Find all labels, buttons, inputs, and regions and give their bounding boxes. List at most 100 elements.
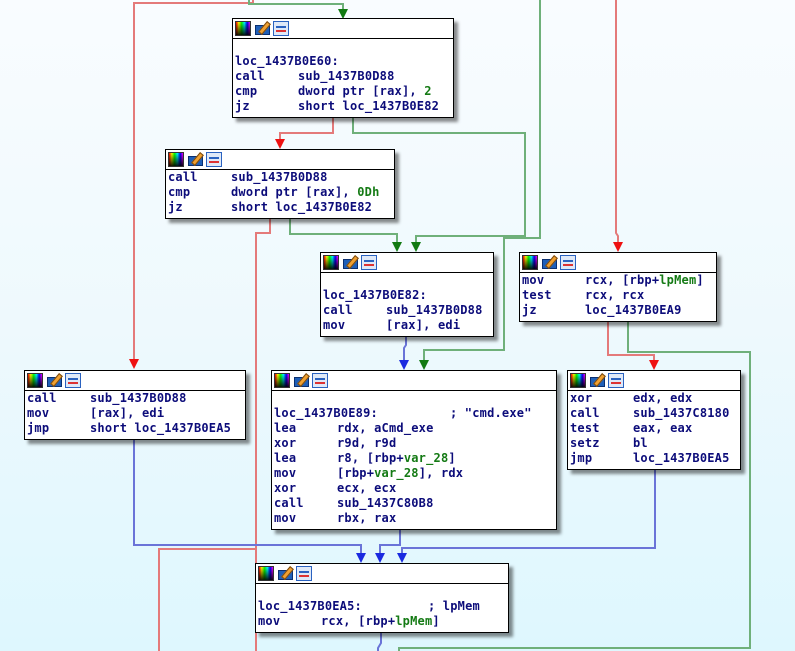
graph-view-icon[interactable]: [361, 255, 377, 270]
edit-pencil-icon[interactable]: [254, 21, 270, 36]
color-palette-icon[interactable]: [235, 21, 251, 36]
color-palette-icon[interactable]: [522, 255, 538, 270]
edge-true-offscreen-to-n0[interactable]: [248, 0, 344, 10]
edit-pencil-icon[interactable]: [187, 152, 203, 167]
edge-false-offscreen-to-n4[interactable]: [133, 0, 254, 360]
mnemonic: xor: [274, 436, 297, 450]
graph-view-icon[interactable]: [273, 21, 289, 36]
edit-pencil-icon[interactable]: [293, 373, 309, 388]
mnemonic: cmp: [168, 185, 191, 199]
edge-true-offscreen-right-to-n5[interactable]: [423, 0, 541, 361]
block-label[interactable]: loc_1437B0E89:: [274, 406, 378, 420]
graph-view-icon[interactable]: [206, 152, 222, 167]
operand-highlight[interactable]: lpMem: [395, 614, 433, 628]
operand-highlight[interactable]: 2: [424, 84, 432, 98]
instruction-line[interactable]: mov[rax], edi: [323, 318, 491, 333]
arrowhead-icon: [397, 553, 407, 563]
edge-uncond-n4-to-n7[interactable]: [133, 440, 362, 554]
edit-pencil-icon[interactable]: [342, 255, 358, 270]
edge-false-n1-continuation[interactable]: [158, 548, 256, 651]
operands: r8, [rbp+: [337, 451, 404, 465]
edit-pencil-icon[interactable]: [541, 255, 557, 270]
block-header: [166, 150, 394, 170]
edge-false-n1-offscreen[interactable]: [255, 219, 271, 651]
graph-view-icon[interactable]: [608, 373, 624, 388]
operands: loc_1437B0EA9: [585, 303, 682, 317]
operand-highlight[interactable]: var_28: [374, 466, 419, 480]
color-palette-icon[interactable]: [570, 373, 586, 388]
graph-view-icon[interactable]: [312, 373, 328, 388]
color-palette-icon[interactable]: [258, 566, 274, 581]
block-label[interactable]: loc_1437B0E60:: [235, 54, 339, 68]
edge-uncond-n5-to-n7[interactable]: [379, 530, 401, 554]
edit-pencil-icon[interactable]: [46, 373, 62, 388]
graph-view-icon[interactable]: [560, 255, 576, 270]
operands: [rax], edi: [90, 406, 165, 420]
edge-true-n0-to-n2[interactable]: [352, 118, 526, 243]
graph-view-icon[interactable]: [296, 566, 312, 581]
block-header: [321, 253, 493, 273]
color-palette-icon[interactable]: [274, 373, 290, 388]
edge-true-n1-to-n2[interactable]: [289, 219, 398, 243]
edge-false-n3-to-n6[interactable]: [607, 322, 655, 361]
operand-highlight[interactable]: var_28: [403, 451, 449, 465]
block-label[interactable]: loc_1437B0E82:: [323, 288, 427, 302]
edge-uncond-n6-to-n7[interactable]: [401, 470, 656, 554]
edge-false-n0-to-n1[interactable]: [279, 118, 334, 140]
edge-uncond-n7-offscreen[interactable]: [377, 633, 382, 651]
operands: sub_1437B0D88: [298, 69, 395, 83]
mnemonic: mov: [274, 511, 297, 525]
operand-highlight[interactable]: 0Dh: [357, 185, 380, 199]
edge-false-offscreen-to-n3[interactable]: [615, 0, 619, 243]
color-palette-icon[interactable]: [323, 255, 339, 270]
edit-pencil-icon[interactable]: [589, 373, 605, 388]
operand-highlight[interactable]: lpMem: [659, 273, 697, 287]
mnemonic: mov: [323, 318, 346, 332]
color-palette-icon[interactable]: [168, 152, 184, 167]
edit-pencil-icon[interactable]: [277, 566, 293, 581]
instruction-line[interactable]: mov[rbp+var_28], rdx: [274, 466, 554, 481]
mnemonic: xor: [570, 391, 593, 405]
graph-view-icon[interactable]: [65, 373, 81, 388]
edge-true-n3-offscreen[interactable]: [398, 322, 751, 651]
instruction-line[interactable]: mov[rax], edi: [27, 406, 243, 421]
color-palette-icon[interactable]: [27, 373, 43, 388]
edge-uncond-n2-to-n5[interactable]: [403, 337, 407, 361]
block-label[interactable]: loc_1437B0EA5:: [258, 599, 362, 613]
arrowhead-icon: [129, 359, 139, 369]
